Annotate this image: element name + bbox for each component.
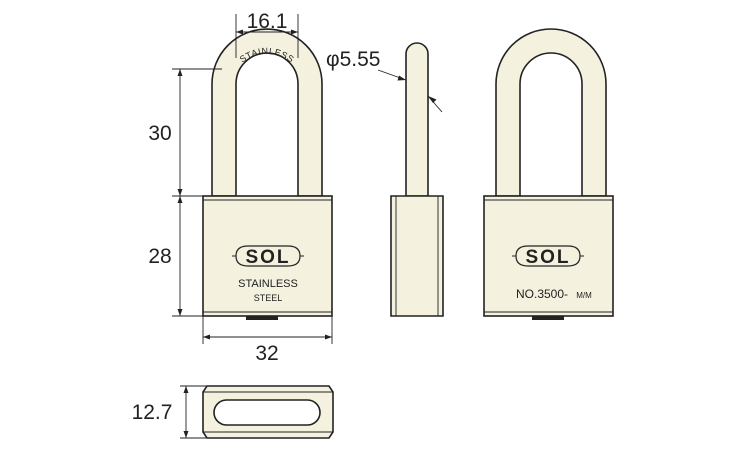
front-sol-logo: SOL [232,245,304,268]
back-keyhole-tab [532,316,564,320]
dim-label-5-55: φ5.55 [326,48,381,71]
bottom-view [202,385,334,439]
dim-label-16-1: 16.1 [247,10,288,33]
side-body [390,195,444,317]
front-view: STAINLESS SOL STAINLESS STEEL [202,28,333,320]
front-body [202,195,333,317]
back-brand-text: SOL [525,247,570,268]
dim-shackle-diameter: φ5.55 [326,48,443,113]
side-view [390,42,444,317]
dim-shackle-height: 30 [148,68,222,197]
back-shackle [495,28,607,197]
front-material-line1: STAINLESS [238,278,298,290]
dim-label-32: 32 [255,342,278,365]
back-view: SOL NO.3500- M/M [483,28,614,320]
dim-shackle-width: 16.1 [235,10,299,58]
model-number: NO.3500- [516,287,568,301]
front-shackle [211,28,323,197]
front-material-line2: STEEL [254,293,283,303]
back-sol-logo: SOL [512,245,584,268]
side-shackle [405,42,429,197]
front-keyhole-tab [246,316,278,320]
dim-body-width: 32 [202,316,333,365]
dim-label-28: 28 [148,245,171,268]
back-body [483,195,614,317]
mm-mark: M/M [576,291,592,300]
dim-body-height: 28 [148,196,203,317]
dim-body-thickness: 12.7 [132,385,207,439]
bottom-shackle-slot [213,399,321,426]
front-brand-text: SOL [245,247,290,268]
dim-label-30: 30 [148,122,171,145]
dim-label-12-7: 12.7 [132,401,173,424]
